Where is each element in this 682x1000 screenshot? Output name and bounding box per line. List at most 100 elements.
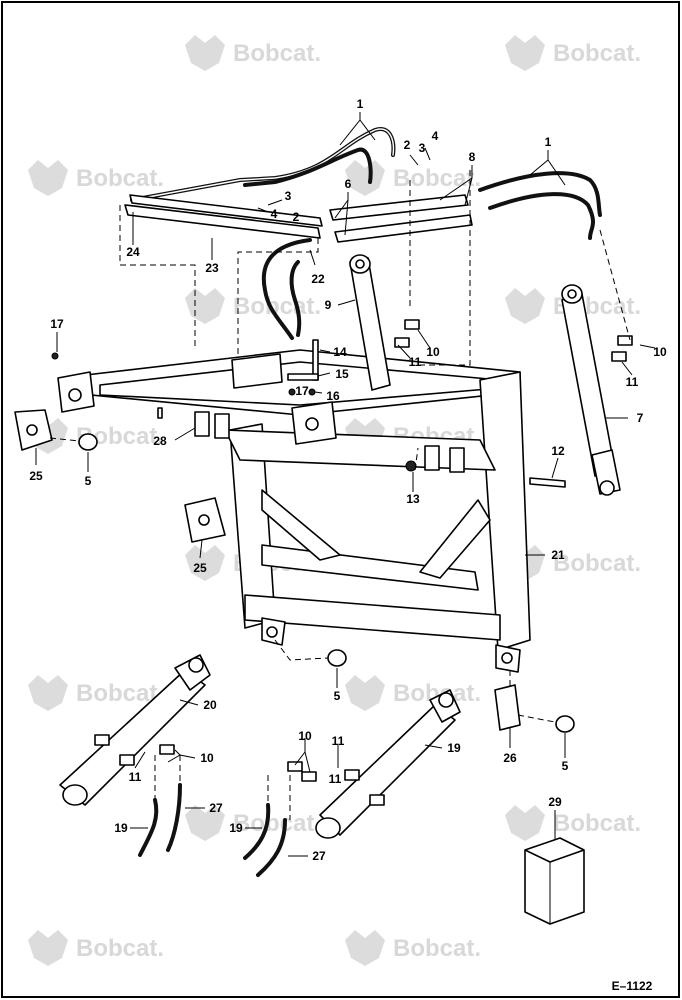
right-ear-hole xyxy=(501,652,513,664)
callout-label: 1 xyxy=(545,135,552,149)
watermark-text: Bobcat. xyxy=(233,810,321,837)
bracket-hole xyxy=(26,424,38,436)
callout-label: 5 xyxy=(562,759,569,773)
tube-24 xyxy=(129,194,323,227)
watermark: Bobcat. xyxy=(345,930,481,966)
leader xyxy=(417,329,431,349)
callout-labels: 1 1 2 2 3 3 4 4 8 6 24 23 22 9 17 14 10 … xyxy=(29,97,667,863)
leader xyxy=(134,751,146,769)
leader xyxy=(551,457,559,479)
callout-label: 5 xyxy=(334,689,341,703)
bottom-rail xyxy=(244,594,501,641)
callout-label: 26 xyxy=(503,751,517,765)
bobcat-head-icon xyxy=(28,675,68,711)
bushing-5 xyxy=(327,649,347,667)
leader xyxy=(547,159,566,186)
tab xyxy=(194,411,210,437)
callout-label: 7 xyxy=(637,411,644,425)
callout-label: 25 xyxy=(29,469,43,483)
leader xyxy=(337,299,356,306)
tube-8-a xyxy=(329,194,469,221)
watermark-text: Bobcat. xyxy=(553,40,641,67)
cylinder-9 xyxy=(349,254,391,391)
leader xyxy=(167,754,181,763)
watermark-text: Bobcat. xyxy=(393,935,481,962)
washer-17 xyxy=(288,388,296,396)
left-ear-hole xyxy=(266,626,278,638)
hardware xyxy=(14,319,633,925)
watermark-text: Bobcat. xyxy=(233,40,321,67)
leader xyxy=(314,391,323,394)
leader xyxy=(621,361,633,376)
port xyxy=(369,794,385,806)
callout-label: 14 xyxy=(333,345,347,359)
cylinder-eye-hole xyxy=(567,289,577,299)
fitting-10 xyxy=(287,761,303,772)
hose-22-b xyxy=(289,260,302,337)
callout-label: 10 xyxy=(298,729,312,743)
callout-label: 27 xyxy=(312,849,326,863)
bobcat-head-icon xyxy=(505,35,545,71)
watermark-text: Bobcat. xyxy=(76,935,164,962)
left-pivot-hole xyxy=(68,388,82,402)
leader xyxy=(317,372,331,377)
hose-1-right xyxy=(478,171,602,217)
callout-label: 11 xyxy=(626,375,639,389)
cylinder-eye xyxy=(438,692,454,708)
leader xyxy=(344,199,349,236)
dash-line xyxy=(599,229,631,341)
leader xyxy=(639,344,656,349)
callout-label: 10 xyxy=(200,751,214,765)
dash-line xyxy=(237,238,319,358)
bobcat-head-icon xyxy=(28,930,68,966)
cylinder-18 xyxy=(315,689,461,839)
callout-label: 29 xyxy=(548,795,562,809)
nut-13 xyxy=(405,460,417,472)
callout-label: 10 xyxy=(653,345,667,359)
cylinder-eye-hole xyxy=(355,259,365,269)
watermark: Bobcat. xyxy=(28,160,164,196)
leader xyxy=(409,154,419,166)
leader xyxy=(174,749,196,759)
callout-label: 20 xyxy=(203,698,217,712)
hose-1-left-highlight xyxy=(131,128,395,201)
watermark-text: Bobcat. xyxy=(393,165,481,192)
hose-19-right xyxy=(243,803,271,860)
leader xyxy=(529,150,549,176)
watermark: Bobcat. xyxy=(345,160,481,196)
bobcat-head-icon xyxy=(185,35,225,71)
cylinder-20 xyxy=(59,654,211,806)
washer-16 xyxy=(308,388,316,396)
callout-label: 10 xyxy=(426,345,440,359)
callout-label: 3 xyxy=(285,189,292,203)
leader xyxy=(304,751,311,773)
fitting-10 xyxy=(394,337,410,348)
callout-label: 11 xyxy=(332,734,345,748)
hoses xyxy=(124,127,602,877)
bobcat-head-icon xyxy=(505,805,545,841)
hose-1-left-b xyxy=(243,147,373,187)
bobcat-head-icon xyxy=(345,675,385,711)
kit-box-29 xyxy=(524,837,585,925)
hose-27-left xyxy=(166,783,182,852)
callout-label: 22 xyxy=(311,272,325,286)
callout-label: 4 xyxy=(432,129,439,143)
port xyxy=(344,769,360,781)
callout-label: 11 xyxy=(129,770,142,784)
callout-label: 5 xyxy=(85,474,92,488)
watermark: Bobcat. xyxy=(28,930,164,966)
callout-label: 11 xyxy=(409,355,422,369)
callout-label: 4 xyxy=(271,207,278,221)
cylinder-base-eye xyxy=(62,784,88,806)
callout-label: 12 xyxy=(551,444,565,458)
port xyxy=(94,734,110,746)
right-upright-post xyxy=(479,371,531,651)
cylinder-7 xyxy=(561,284,621,496)
diagonal-brace-left xyxy=(261,489,341,561)
callout-label: 16 xyxy=(326,389,340,403)
leader xyxy=(464,177,473,206)
cylinder-body xyxy=(319,704,456,836)
callout-label: 1 xyxy=(357,97,364,111)
tab xyxy=(214,413,230,439)
tab xyxy=(449,447,465,473)
